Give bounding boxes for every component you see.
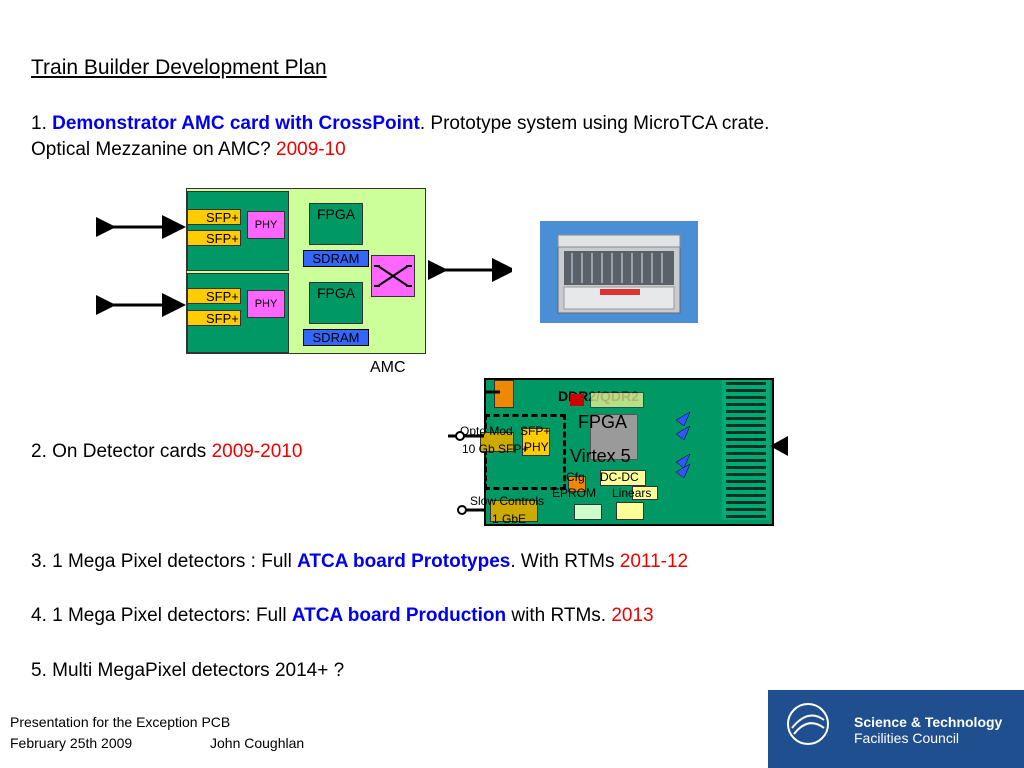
plan-item-3: 3. 1 Mega Pixel detectors : Full ATCA bo… bbox=[31, 550, 688, 574]
detector-board: DDR2/QDR2 FPGA Virtex 5 Opto Mod 10 Gb S… bbox=[460, 378, 774, 526]
item2-text: 2. On Detector cards bbox=[31, 441, 212, 462]
item4-highlight: ATCA board Production bbox=[291, 605, 507, 626]
item1-highlight: Demonstrator AMC card with CrossPoint bbox=[52, 113, 420, 134]
fpga-label: FPGA bbox=[578, 412, 628, 432]
logo-line2: Facilities Council bbox=[854, 730, 960, 746]
microtca-crate-image bbox=[540, 221, 698, 323]
top-connector bbox=[494, 380, 514, 408]
amc-label: AMC bbox=[370, 359, 406, 376]
page-title: Train Builder Development Plan bbox=[31, 56, 327, 79]
phy-module bbox=[522, 428, 550, 456]
signal-arrows-icon bbox=[675, 411, 691, 479]
phy-2: PHY bbox=[247, 290, 285, 318]
item3-highlight: ATCA board Prototypes bbox=[297, 551, 511, 572]
slow-controls-label: Slow Controls bbox=[470, 494, 545, 508]
item1-line2: Optical Mezzanine on AMC? bbox=[31, 139, 277, 160]
item4-date: 2013 bbox=[611, 605, 654, 626]
sfp-4: SFP+ bbox=[187, 310, 241, 326]
stfc-logo-icon bbox=[787, 703, 829, 745]
sfp-2: SFP+ bbox=[187, 230, 241, 246]
connector-pins bbox=[726, 382, 766, 518]
footer-logo-bar: Science & Technology Facilities Council bbox=[768, 690, 1024, 768]
item3-suffix: . With RTMs bbox=[510, 551, 620, 572]
amc-card: SFP+ SFP+ PHY SFP+ SFP+ PHY FPGA SDRAM F… bbox=[186, 188, 426, 354]
linears-label: Linears bbox=[612, 486, 652, 500]
plan-item-1-line2: Optical Mezzanine on AMC? 2009-10 bbox=[31, 138, 346, 162]
plan-item-2: 2. On Detector cards 2009-2010 bbox=[31, 440, 302, 464]
logo-line1: Science & Technology bbox=[854, 714, 1003, 730]
phy-1: PHY bbox=[247, 211, 285, 239]
sfp-3: SFP+ bbox=[187, 288, 241, 304]
crosspoint-switch bbox=[371, 255, 415, 297]
plan-item-4: 4. 1 Mega Pixel detectors: Full ATCA boa… bbox=[31, 604, 654, 628]
fpga-2: FPGA bbox=[309, 282, 363, 324]
sfp-plus-module bbox=[480, 432, 514, 452]
board-connector-area bbox=[722, 380, 770, 520]
bottom-connector-1 bbox=[574, 504, 602, 520]
detector-io-arrows bbox=[448, 390, 788, 515]
eprom-label: EPROM bbox=[552, 486, 597, 500]
sdram-2: SDRAM bbox=[303, 329, 369, 346]
ddr-chip bbox=[590, 392, 644, 408]
fpga-1: FPGA bbox=[309, 203, 363, 245]
footer-date: February 25th 2009 bbox=[10, 735, 133, 751]
virtex-label: Virtex 5 bbox=[570, 446, 631, 466]
item4-prefix: 4. 1 Mega Pixel detectors: Full bbox=[31, 605, 292, 626]
gbe-module bbox=[490, 500, 538, 522]
item2-date: 2009-2010 bbox=[211, 441, 303, 462]
cfg-chip bbox=[568, 476, 586, 492]
cfg-label: Cfg bbox=[566, 470, 585, 484]
phy-label: PHY bbox=[524, 440, 549, 454]
linears-chip bbox=[632, 486, 658, 500]
footer-author: John Coughlan bbox=[210, 735, 305, 751]
item4-suffix: with RTMs. bbox=[506, 605, 612, 626]
sfp-label: SFP+ bbox=[520, 424, 551, 438]
ddr-chip-red bbox=[570, 394, 584, 406]
item3-date: 2011-12 bbox=[619, 551, 689, 572]
opto-module-box bbox=[484, 414, 566, 490]
dcdc-chip bbox=[600, 470, 646, 486]
sdram-1: SDRAM bbox=[303, 250, 369, 267]
item1-suffix: . Prototype system using MicroTCA crate. bbox=[419, 113, 770, 134]
virtex-fpga-chip bbox=[590, 414, 638, 460]
item1-date: 2009-10 bbox=[276, 139, 346, 160]
amc-crate-arrow bbox=[428, 258, 512, 282]
bottom-connector-2 bbox=[616, 502, 644, 520]
gb-sfp-label: 10 Gb SFP+ bbox=[462, 442, 529, 456]
item1-prefix: 1. bbox=[31, 113, 53, 134]
item3-prefix: 3. 1 Mega Pixel detectors : Full bbox=[31, 551, 298, 572]
footer-line1: Presentation for the Exception PCB bbox=[10, 714, 231, 730]
sfp-1: SFP+ bbox=[187, 209, 241, 225]
amc-io-arrows bbox=[96, 215, 186, 317]
plan-item-5: 5. Multi MegaPixel detectors 2014+ ? bbox=[31, 660, 345, 681]
crosspoint-icon bbox=[374, 265, 412, 287]
gbe-label: 1 GbE bbox=[492, 512, 527, 526]
dcdc-label: DC-DC bbox=[600, 470, 639, 484]
plan-item-1: 1. Demonstrator AMC card with CrossPoint… bbox=[31, 112, 769, 136]
